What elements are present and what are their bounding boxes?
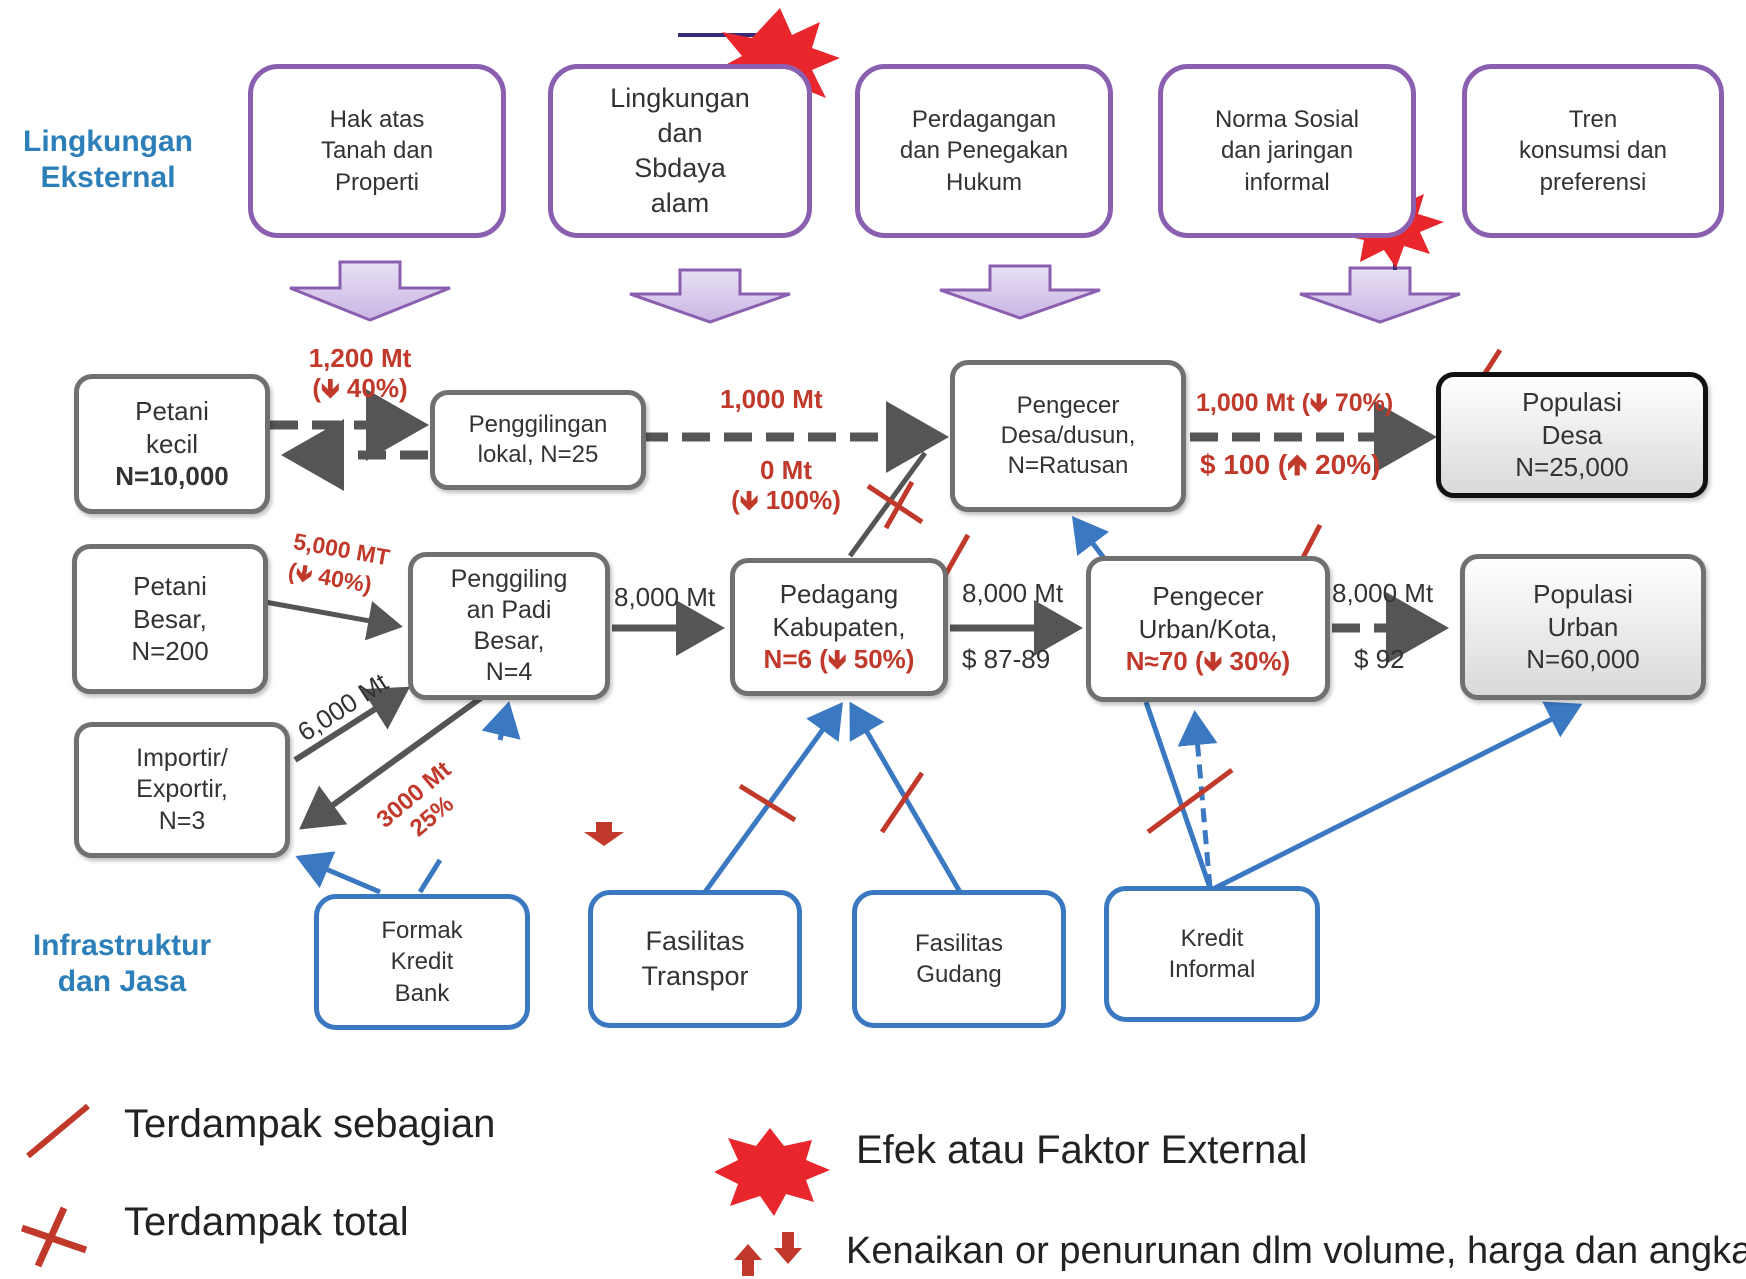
node-label: Pengecer Desa/dusun, N=Ratusan	[1000, 392, 1136, 479]
ext-box-social-norms: Norma Sosial dan jaringan informal	[1158, 64, 1416, 238]
section-title-infra: Infrastruktur dan Jasa	[32, 929, 212, 998]
node-label: Populasi Urban N=60,000	[1526, 579, 1640, 675]
infra-box-warehouse: Fasilitas Gudang	[852, 890, 1066, 1028]
node-pengecer-desa: Pengecer Desa/dusun, N=Ratusan	[950, 360, 1186, 512]
node-label: Penggiling an Padi Besar, N=4	[450, 564, 568, 687]
flow-giling-to-export	[299, 692, 487, 830]
infra-arrow-kredit-urban-1	[1143, 701, 1213, 889]
node-count: N=10,000	[115, 461, 229, 492]
node-label: Petani kecil	[135, 396, 209, 459]
flow-label-giling-kab: 8,000 Mt	[614, 582, 716, 612]
infra-arrow-bank-2	[417, 858, 443, 894]
node-count: N=6 (🡻 50%)	[763, 644, 915, 675]
flow-label-desa-pop-volume: 1,000 Mt (🡻 70%)	[1196, 389, 1394, 417]
flow-label-kab-urban-price: $ 87-89	[962, 644, 1051, 674]
legend-partial-impact: Terdampak sebagian	[124, 1102, 496, 1146]
node-label: Pengecer Urban/Kota,	[1138, 581, 1278, 644]
infra-box-transport: Fasilitas Transpor	[588, 890, 802, 1028]
infra-box-formal-credit: Formak Kredit Bank	[314, 894, 530, 1030]
flow-label-lokal-desa: 1,000 Mt	[720, 384, 823, 414]
flow-label-kab-urban-volume: 8,000 Mt	[962, 578, 1064, 608]
infra-arrow-transpor-kab	[702, 701, 843, 894]
flow-label-kab-desa: 0 Mt (🡻 100%)	[731, 455, 841, 515]
down-arrow-icon	[289, 260, 451, 322]
ext-box-consumption-trends: Tren konsumsi dan preferensi	[1462, 64, 1724, 238]
node-label: Importir/ Exportir, N=3	[136, 744, 228, 835]
legend-external-effect: Efek atau Faktor External	[856, 1128, 1308, 1172]
infra-arrow-bank-importir	[295, 851, 381, 895]
flow-label-urban-pop-price: $ 92	[1354, 644, 1405, 674]
node-penggilingan-lokal: Penggilingan lokal, N=25	[430, 390, 646, 490]
node-label: Pedagang Kabupaten,	[772, 579, 906, 642]
partial-impact-icon	[879, 771, 925, 834]
ext-box-environment: Lingkungan dan Sbdaya alam	[548, 64, 812, 238]
down-arrow-icon	[584, 822, 624, 846]
legend-up-down: Kenaikan or penurunan dlm volume, harga …	[846, 1230, 1746, 1272]
flow-label-kecil-lokal: 1,200 Mt (🡻 40%)	[308, 343, 412, 403]
node-count: N≈70 (🡻 30%)	[1125, 646, 1291, 677]
node-petani-kecil: Petani kecil N=10,000	[74, 374, 270, 514]
up-down-arrow-icon	[734, 1232, 802, 1276]
flow-label-urban-pop-volume: 8,000 Mt	[1332, 578, 1434, 608]
node-pengecer-urban: Pengecer Urban/Kota, N≈70 (🡻 30%)	[1086, 556, 1330, 702]
node-label: Petani Besar, N=200	[131, 571, 209, 667]
ext-box-trade-law: Perdagangan dan Penegakan Hukum	[855, 64, 1113, 238]
legend-total-impact: Terdampak total	[124, 1200, 409, 1244]
infra-arrow-kredit-pop	[1213, 701, 1583, 891]
infra-arrow-kredit-urban-2	[1177, 710, 1218, 889]
partial-impact-icon	[1146, 767, 1234, 835]
section-title-external: Lingkungan Eksternal	[23, 125, 193, 194]
node-penggilingan-besar: Penggiling an Padi Besar, N=4	[408, 552, 610, 700]
burst-icon	[714, 1128, 830, 1216]
node-label: Penggilingan lokal, N=25	[468, 411, 608, 468]
partial-impact-icon	[26, 1103, 90, 1159]
node-populasi-desa: Populasi Desa N=25,000	[1436, 372, 1708, 498]
down-arrow-icon	[629, 268, 791, 324]
flow-import-to-giling	[293, 686, 411, 763]
total-impact-icon	[866, 480, 924, 530]
flow-label-desa-pop-price: $ 100 (🡹 20%)	[1200, 449, 1381, 480]
node-petani-besar: Petani Besar, N=200	[72, 544, 268, 694]
node-importir-exportir: Importir/ Exportir, N=3	[74, 722, 290, 858]
node-populasi-urban: Populasi Urban N=60,000	[1460, 554, 1706, 700]
flow-besar-to-giling	[264, 599, 403, 641]
infra-arrow-bank-giling	[481, 701, 521, 741]
down-arrow-icon	[1299, 266, 1461, 324]
down-arrow-icon	[939, 264, 1101, 320]
flow-kab-to-desa	[847, 451, 928, 558]
partial-impact-icon	[738, 783, 797, 823]
node-label: Populasi Desa N=25,000	[1515, 387, 1629, 483]
infra-box-informal-credit: Kredit Informal	[1104, 886, 1320, 1022]
ext-box-land-rights: Hak atas Tanah dan Properti	[248, 64, 506, 238]
node-pedagang-kabupaten: Pedagang Kabupaten, N=6 (🡻 50%)	[730, 558, 948, 696]
total-impact-icon	[20, 1206, 88, 1268]
